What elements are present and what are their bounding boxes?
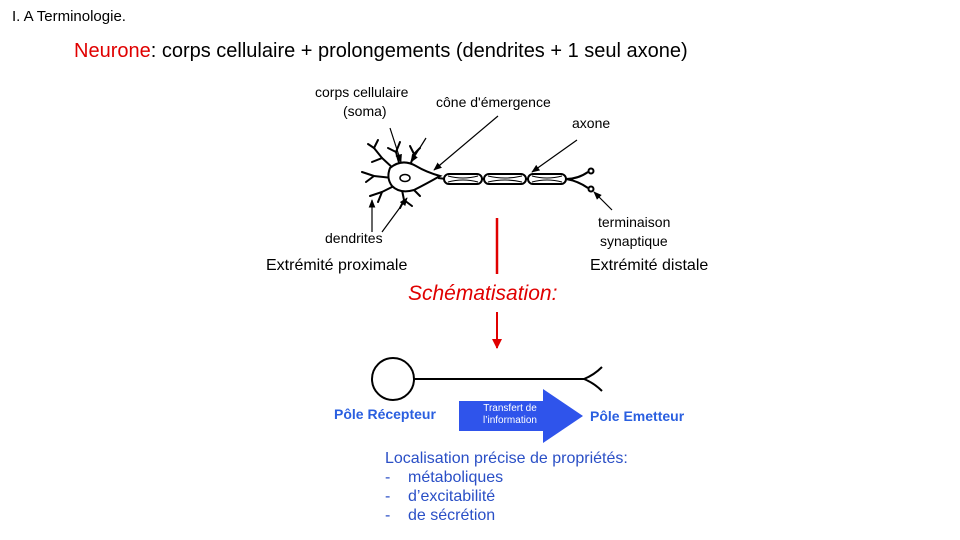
- label-dendrites: dendrites: [325, 230, 383, 246]
- property-item: -de sécrétion: [385, 507, 628, 525]
- label-synaptique: synaptique: [600, 233, 668, 249]
- headline-definition: : corps cellulaire + prolongements (dend…: [150, 40, 688, 62]
- property-item: -d’excitabilité: [385, 488, 628, 506]
- properties-title: Localisation précise de propriétés:: [385, 450, 628, 467]
- property-text: métaboliques: [408, 469, 504, 486]
- terminal-pointer-arrow: [593, 191, 613, 211]
- dendrite-pointer-arrow-2: [381, 197, 408, 233]
- axone-pointer-arrow: [531, 139, 578, 173]
- schematic-terminal-fork: [583, 366, 603, 392]
- soma-shape: [387, 161, 443, 193]
- schematic-soma-circle: [371, 357, 415, 401]
- label-pole-emetteur: Pôle Emetteur: [590, 408, 685, 424]
- label-terminaison: terminaison: [598, 214, 671, 230]
- axon-shape: [437, 167, 595, 193]
- soma-pointer-arrow-2: [410, 137, 427, 163]
- schematisation-title: Schématisation:: [408, 282, 558, 305]
- headline-keyword: Neurone: [74, 40, 151, 62]
- cone-pointer-arrow: [433, 115, 499, 171]
- transfer-text-line2: l’information: [483, 415, 537, 426]
- transfer-text-line1: Transfert de: [483, 403, 537, 414]
- properties-block: Localisation précise de propriétés: -mét…: [385, 450, 628, 525]
- label-corps-cellulaire: corps cellulaire: [315, 84, 409, 100]
- label-extremite-distale: Extrémité distale: [590, 257, 709, 274]
- transfer-arrow-text: Transfert de l’information: [470, 403, 550, 427]
- property-dash: -: [385, 469, 391, 486]
- soma-pointer-arrow: [389, 127, 402, 163]
- property-text: d’excitabilité: [408, 488, 496, 505]
- label-soma: (soma): [343, 103, 387, 119]
- transfer-arrow-shape: [459, 389, 583, 443]
- headline: Neurone: corps cellulaire + prolongement…: [74, 40, 688, 63]
- label-axone: axone: [572, 115, 611, 131]
- property-item: -métaboliques: [385, 469, 628, 487]
- property-dash: -: [385, 507, 391, 524]
- nucleus-shape: [399, 173, 411, 183]
- property-dash: -: [385, 488, 391, 505]
- label-pole-recepteur: Pôle Récepteur: [334, 406, 436, 422]
- label-extremite-proximale: Extrémité proximale: [266, 257, 408, 274]
- property-text: de sécrétion: [408, 507, 496, 524]
- label-cone-emergence: cône d'émergence: [436, 94, 551, 110]
- section-title: I. A Terminologie.: [12, 8, 126, 25]
